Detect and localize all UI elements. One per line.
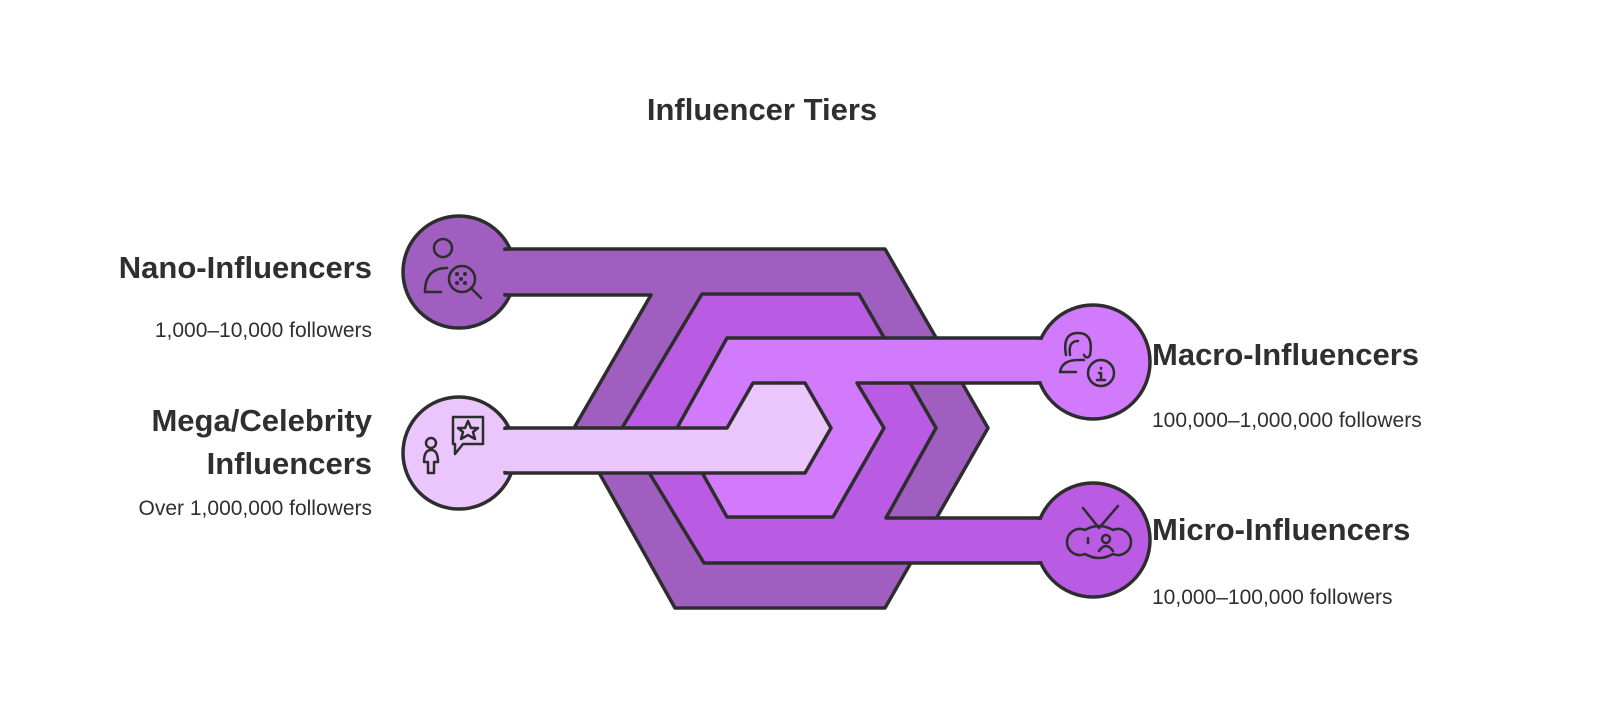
mega-label-line1: Mega/Celebrity xyxy=(151,403,372,438)
tv-person-icon xyxy=(1065,504,1133,560)
micro-followers: 10,000–100,000 followers xyxy=(1152,586,1393,609)
macro-label: Macro-Influencers xyxy=(1152,337,1420,372)
mega-label-line2: Influencers xyxy=(206,446,372,481)
person-star-speech-icon xyxy=(422,415,485,475)
macro-followers: 100,000–1,000,000 followers xyxy=(1152,409,1422,432)
person-search-icon xyxy=(423,237,483,300)
mega-followers: Over 1,000,000 followers xyxy=(138,497,372,520)
mega-shape xyxy=(401,381,833,511)
micro-label: Micro-Influencers xyxy=(1152,512,1411,547)
diagram-title: Influencer Tiers xyxy=(646,92,878,127)
nano-followers: 1,000–10,000 followers xyxy=(154,319,372,342)
nano-label: Nano-Influencers xyxy=(118,250,372,285)
person-info-icon xyxy=(1058,331,1116,388)
